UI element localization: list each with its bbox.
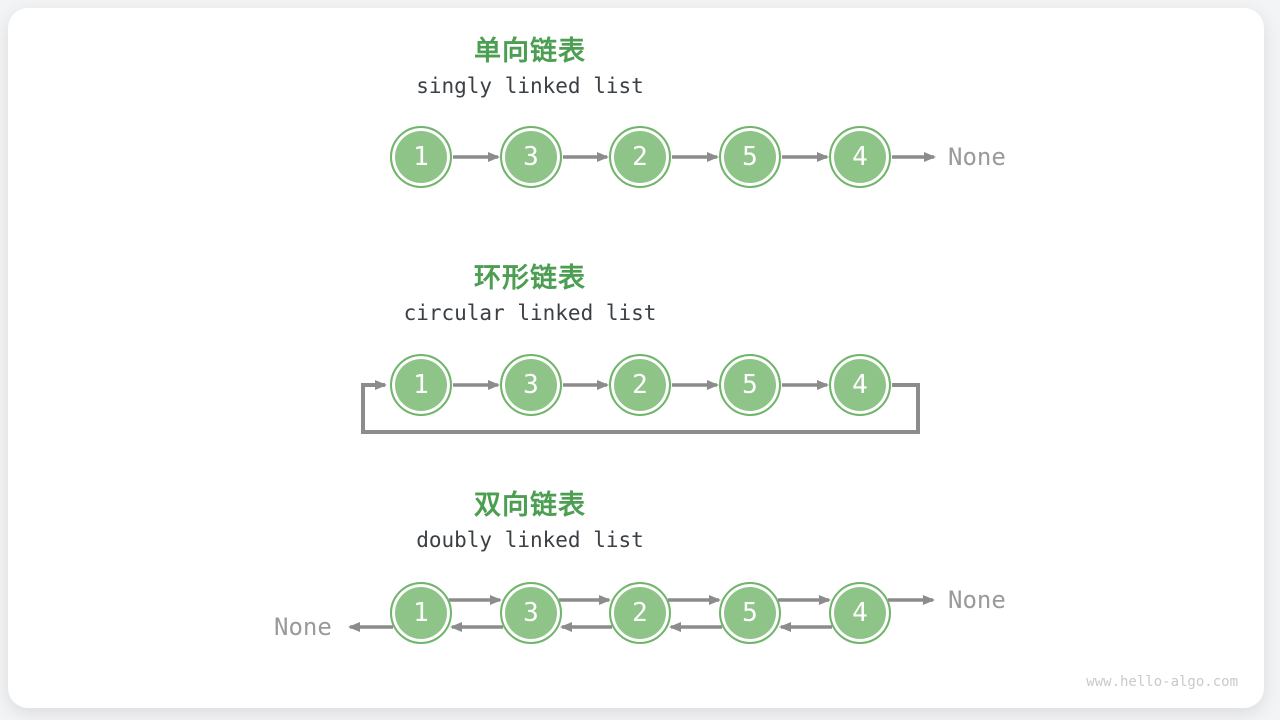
list-node: 4 bbox=[829, 354, 891, 416]
section-title-zh: 双向链表 bbox=[474, 490, 586, 520]
none-label: None bbox=[948, 143, 1006, 171]
list-node: 4 bbox=[829, 582, 891, 644]
list-node: 5 bbox=[719, 126, 781, 188]
list-node: 2 bbox=[609, 582, 671, 644]
list-node: 2 bbox=[609, 126, 671, 188]
list-node: 2 bbox=[609, 354, 671, 416]
section-title-zh: 单向链表 bbox=[474, 36, 586, 66]
none-label: None bbox=[948, 586, 1006, 614]
section-title-zh: 环形链表 bbox=[474, 263, 586, 293]
list-node: 5 bbox=[719, 582, 781, 644]
section-title-en: singly linked list bbox=[416, 74, 644, 98]
list-node: 3 bbox=[500, 354, 562, 416]
list-node: 1 bbox=[390, 582, 452, 644]
section-title-en: doubly linked list bbox=[416, 528, 644, 552]
list-node: 5 bbox=[719, 354, 781, 416]
list-node: 3 bbox=[500, 582, 562, 644]
list-node: 4 bbox=[829, 126, 891, 188]
none-label: None bbox=[274, 613, 332, 641]
section-title-en: circular linked list bbox=[403, 301, 657, 325]
list-node: 1 bbox=[390, 126, 452, 188]
list-node: 1 bbox=[390, 354, 452, 416]
watermark: www.hello-algo.com bbox=[1086, 674, 1238, 690]
list-node: 3 bbox=[500, 126, 562, 188]
